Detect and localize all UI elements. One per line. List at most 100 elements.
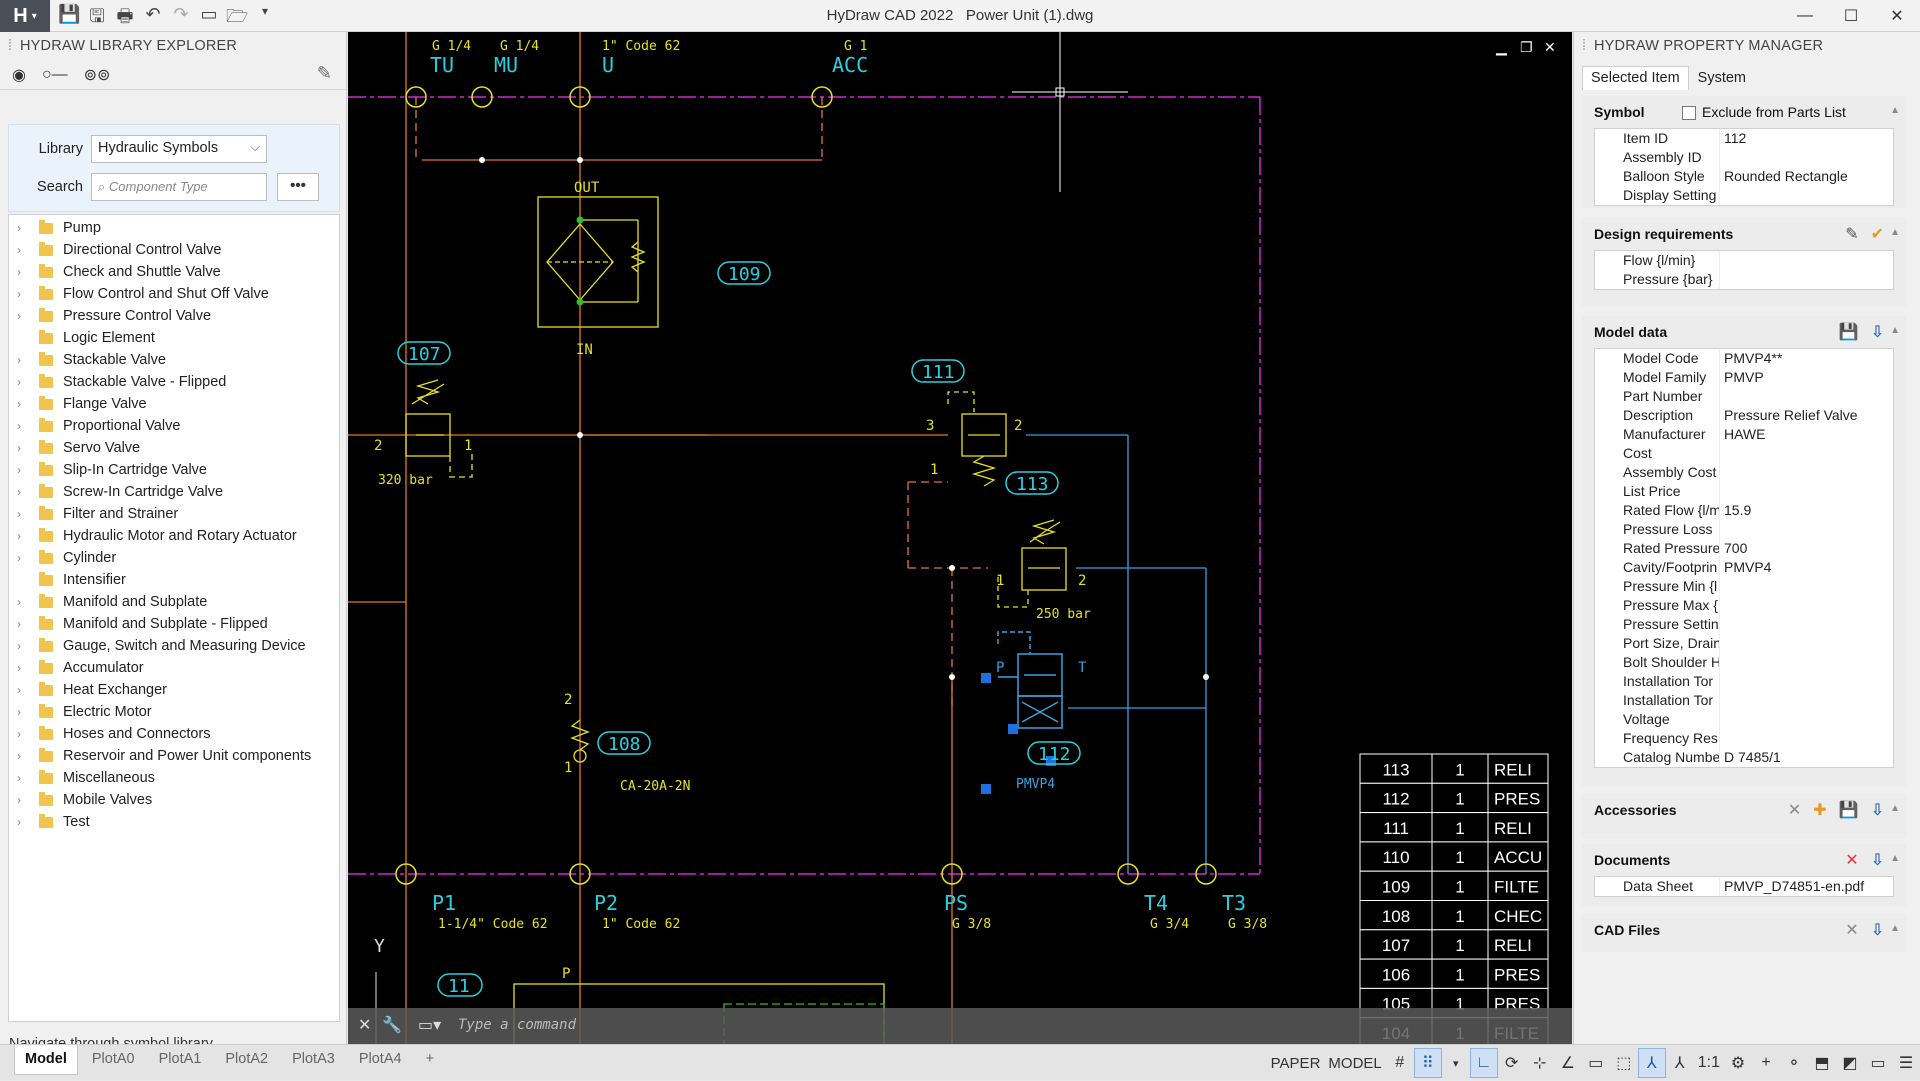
snap-icon[interactable]: ⠿ bbox=[1413, 1048, 1442, 1078]
balloon-111[interactable]: 111 bbox=[922, 362, 955, 383]
new-icon[interactable]: ▭ bbox=[200, 4, 218, 24]
maximize-icon[interactable]: ☐ bbox=[1843, 8, 1859, 25]
property-value[interactable] bbox=[1720, 387, 1893, 406]
property-value[interactable] bbox=[1720, 710, 1893, 729]
library-select[interactable]: Hydraulic Symbols⌵ bbox=[91, 135, 267, 163]
property-row[interactable]: Bolt Shoulder H bbox=[1595, 653, 1893, 672]
grid-icon[interactable]: # bbox=[1395, 1054, 1405, 1071]
expand-chevron-icon[interactable]: › bbox=[17, 243, 21, 257]
expand-chevron-icon[interactable]: › bbox=[17, 683, 21, 697]
save-model-icon[interactable]: 💾 bbox=[1838, 324, 1859, 341]
add-accessory-icon[interactable]: ✚ bbox=[1813, 802, 1827, 819]
tree-item[interactable]: ›Slip-In Cartridge Valve bbox=[9, 459, 339, 481]
save-as-icon[interactable]: 🖫 bbox=[89, 6, 105, 26]
tree-item[interactable]: ›Directional Control Valve bbox=[9, 239, 339, 261]
import-accessory-icon[interactable]: ⇩ bbox=[1870, 802, 1884, 819]
redo-icon[interactable]: ↷ bbox=[173, 4, 189, 24]
property-row[interactable]: Installation Tor bbox=[1595, 672, 1893, 691]
expand-chevron-icon[interactable]: › bbox=[17, 793, 21, 807]
tree-item[interactable]: ›Hoses and Connectors bbox=[9, 723, 339, 745]
property-row[interactable]: Assembly ID bbox=[1595, 148, 1893, 167]
collapse-icon[interactable]: ▲ bbox=[1890, 325, 1900, 336]
property-row[interactable]: Flow {l/min} bbox=[1595, 251, 1893, 270]
polar-icon[interactable]: ⟳ bbox=[1505, 1055, 1519, 1072]
property-row[interactable]: Voltage bbox=[1595, 710, 1893, 729]
property-value[interactable]: HAWE bbox=[1724, 426, 1766, 442]
balloon-108[interactable]: 108 bbox=[608, 734, 641, 755]
expand-chevron-icon[interactable]: › bbox=[17, 463, 21, 477]
selection-icon[interactable]: ▭ bbox=[1588, 1055, 1604, 1072]
expand-chevron-icon[interactable]: › bbox=[17, 265, 21, 279]
property-value[interactable] bbox=[1720, 463, 1893, 482]
close-command-icon[interactable]: ✕ bbox=[358, 1017, 372, 1034]
grip-handle[interactable] bbox=[1046, 756, 1056, 766]
property-value[interactable] bbox=[1720, 186, 1893, 205]
property-value[interactable] bbox=[1720, 634, 1893, 653]
property-value[interactable]: 112 bbox=[1724, 130, 1747, 146]
grip-handle[interactable] bbox=[981, 784, 991, 794]
symbol-view-icon[interactable]: ◉ bbox=[12, 66, 26, 84]
gear-icon[interactable]: ⚙ bbox=[1730, 1055, 1746, 1072]
tree-item[interactable]: ›Check and Shuttle Valve bbox=[9, 261, 339, 283]
property-value[interactable]: 15.9 bbox=[1724, 502, 1752, 518]
property-value[interactable] bbox=[1720, 653, 1893, 672]
tree-item[interactable]: ›Gauge, Switch and Measuring Device bbox=[9, 635, 339, 657]
collapse-icon[interactable]: ▲ bbox=[1890, 227, 1900, 238]
import-document-icon[interactable]: ⇩ bbox=[1870, 852, 1884, 869]
property-value[interactable] bbox=[1720, 251, 1893, 270]
expand-chevron-icon[interactable]: › bbox=[17, 771, 21, 785]
property-value[interactable] bbox=[1720, 444, 1893, 463]
isolate-icon[interactable]: ⬒ bbox=[1814, 1055, 1830, 1072]
more-options-button[interactable]: ••• bbox=[277, 173, 319, 201]
grip-handle[interactable] bbox=[981, 673, 991, 683]
osnap-icon[interactable]: ⊹ bbox=[1533, 1055, 1547, 1072]
edit-requirements-icon[interactable]: ✎ bbox=[1845, 226, 1859, 243]
property-row[interactable]: Pressure Loss bbox=[1595, 520, 1893, 539]
tree-item[interactable]: ›Pump bbox=[9, 217, 339, 239]
print-icon[interactable]: 🖶 bbox=[116, 6, 134, 26]
tab-selected-item[interactable]: Selected Item bbox=[1582, 66, 1689, 90]
layout-tab[interactable]: PlotA0 bbox=[91, 1051, 135, 1067]
property-row[interactable]: List Price bbox=[1595, 482, 1893, 501]
customize-icon[interactable]: ▾ bbox=[261, 4, 269, 18]
collapse-icon[interactable]: ▲ bbox=[1890, 803, 1900, 814]
collapse-icon[interactable]: ▲ bbox=[1890, 923, 1900, 934]
property-row[interactable]: Pressure {bar} bbox=[1595, 270, 1893, 289]
expand-chevron-icon[interactable]: › bbox=[17, 617, 21, 631]
tree-item[interactable]: ›Miscellaneous bbox=[9, 767, 339, 789]
expand-chevron-icon[interactable]: › bbox=[17, 529, 21, 543]
balloon-110[interactable]: 11 bbox=[448, 976, 470, 997]
lineweight-icon[interactable]: ∠ bbox=[1560, 1055, 1575, 1072]
annotation-scale-icon[interactable]: ⅄ bbox=[1674, 1055, 1685, 1072]
expand-chevron-icon[interactable]: › bbox=[17, 639, 21, 653]
property-row[interactable]: Part Number bbox=[1595, 387, 1893, 406]
tree-item[interactable]: ›Flange Valve bbox=[9, 393, 339, 415]
layout-tab[interactable]: PlotA1 bbox=[158, 1051, 202, 1067]
property-value[interactable] bbox=[1720, 596, 1893, 615]
expand-chevron-icon[interactable]: › bbox=[17, 375, 21, 389]
line-view-icon[interactable]: ○— bbox=[41, 65, 68, 83]
edit-library-icon[interactable]: ✎ bbox=[316, 63, 332, 83]
expand-chevron-icon[interactable]: › bbox=[17, 309, 21, 323]
tree-item[interactable]: ›Test bbox=[9, 811, 339, 833]
command-input[interactable]: Type a command bbox=[458, 1017, 577, 1033]
drawing-canvas[interactable]: G 1/4 G 1/4 1" Code 62 G 1 TU MU U ACC P… bbox=[348, 32, 1572, 1044]
collapse-icon[interactable]: ▲ bbox=[1890, 105, 1900, 116]
tree-item[interactable]: ›Flow Control and Shut Off Valve bbox=[9, 283, 339, 305]
customize-icon[interactable]: ☰ bbox=[1898, 1055, 1914, 1072]
expand-chevron-icon[interactable]: › bbox=[17, 551, 21, 565]
property-value[interactable] bbox=[1720, 520, 1893, 539]
add-icon[interactable]: + bbox=[1761, 1054, 1771, 1071]
tree-item[interactable]: ›Manifold and Subplate bbox=[9, 591, 339, 613]
undo-icon[interactable]: ↶ bbox=[145, 4, 161, 24]
close-icon[interactable]: ✕ bbox=[1890, 8, 1904, 25]
fullscreen-icon[interactable]: ▭ bbox=[1870, 1055, 1886, 1072]
add-layout-icon[interactable]: + bbox=[425, 1051, 435, 1067]
remove-accessory-icon[interactable]: ✕ bbox=[1787, 802, 1802, 819]
expand-chevron-icon[interactable]: › bbox=[17, 397, 21, 411]
property-row[interactable]: Display Setting bbox=[1595, 186, 1893, 205]
